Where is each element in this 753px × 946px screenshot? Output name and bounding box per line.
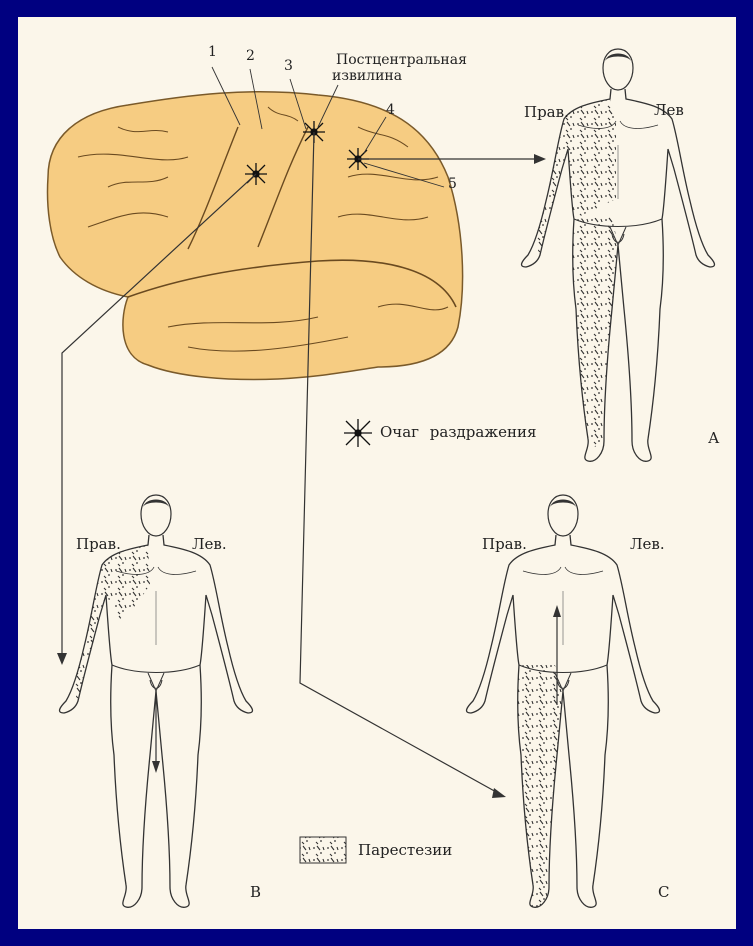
figure-c-left-label: Лев. (630, 537, 665, 552)
diagram-page: 1 2 3 4 5 Постцентральная извилина Прав.… (18, 17, 736, 929)
brain-number-5: 5 (448, 177, 457, 191)
brain-number-1: 1 (208, 45, 217, 59)
figure-c-letter: С (658, 885, 669, 900)
brain-number-4: 4 (386, 103, 395, 117)
figure-a-letter: А (708, 431, 719, 446)
focus-legend-star (344, 419, 372, 447)
brain-number-3: 3 (284, 59, 293, 73)
figure-b-left-label: Лев. (192, 537, 227, 552)
figure-c-right-label: Прав. (482, 537, 527, 552)
figure-a-right-label: Прав. (524, 105, 569, 120)
gyrus-label-line2: извилина (332, 69, 402, 83)
brain-number-2: 2 (246, 49, 255, 63)
figure-b-right-label: Прав. (76, 537, 121, 552)
figure-a-left-label: Лев (654, 103, 684, 118)
paresthesia-legend-label: Парестезии (358, 843, 452, 858)
diagram-svg (18, 17, 736, 929)
body-figure-c (467, 495, 660, 907)
brain-outline (48, 92, 463, 380)
body-figure-b (60, 495, 253, 907)
figure-b-letter: В (250, 885, 261, 900)
focus-legend-label: Очаг раздражения (380, 425, 536, 440)
brain (48, 92, 463, 380)
paresthesia-legend-swatch (300, 837, 346, 863)
gyrus-label-line1: Постцентральная (336, 53, 467, 67)
